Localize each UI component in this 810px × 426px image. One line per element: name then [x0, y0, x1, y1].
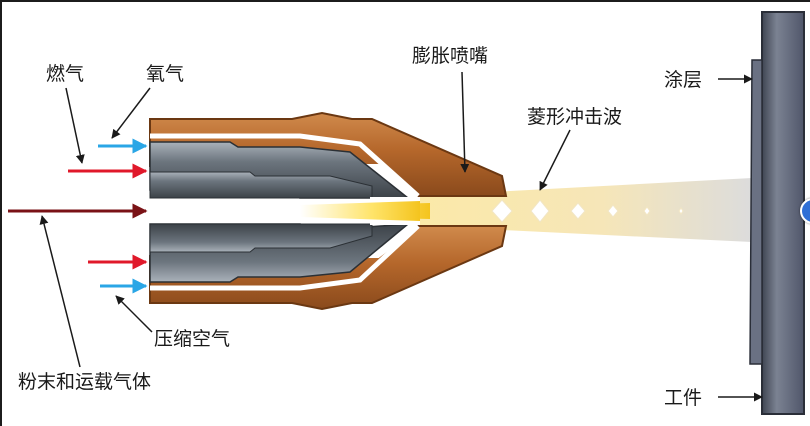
label-shock-diamonds: 菱形冲击波	[527, 106, 622, 128]
bore-flame	[300, 201, 420, 221]
steel-insert-upper-inner	[149, 171, 373, 199]
label-oxygen: 氧气	[146, 63, 184, 85]
lower-channel-outer	[150, 224, 420, 291]
label-powder-carrier-gas: 粉末和运载气体	[18, 371, 151, 393]
leader-shock	[539, 129, 571, 191]
label-workpiece: 工件	[664, 387, 702, 409]
workpiece	[761, 11, 805, 415]
label-compressed-air: 压缩空气	[154, 328, 230, 350]
leader-nozzle	[460, 71, 470, 173]
coating-layer	[749, 59, 763, 365]
label-expansion-nozzle: 膨胀喷嘴	[412, 45, 488, 67]
upper-channel-outer	[150, 133, 420, 198]
leader-fuel	[65, 87, 85, 164]
leader-compressed-air	[115, 295, 153, 333]
leader-oxygen	[111, 87, 151, 139]
powder-bore	[150, 199, 310, 223]
leader-powder	[39, 215, 81, 368]
steel-insert-lower-inner	[149, 223, 373, 253]
label-coating: 涂层	[664, 69, 702, 91]
shock-diamonds	[491, 199, 684, 223]
label-fuel-gas: 燃气	[46, 63, 84, 85]
